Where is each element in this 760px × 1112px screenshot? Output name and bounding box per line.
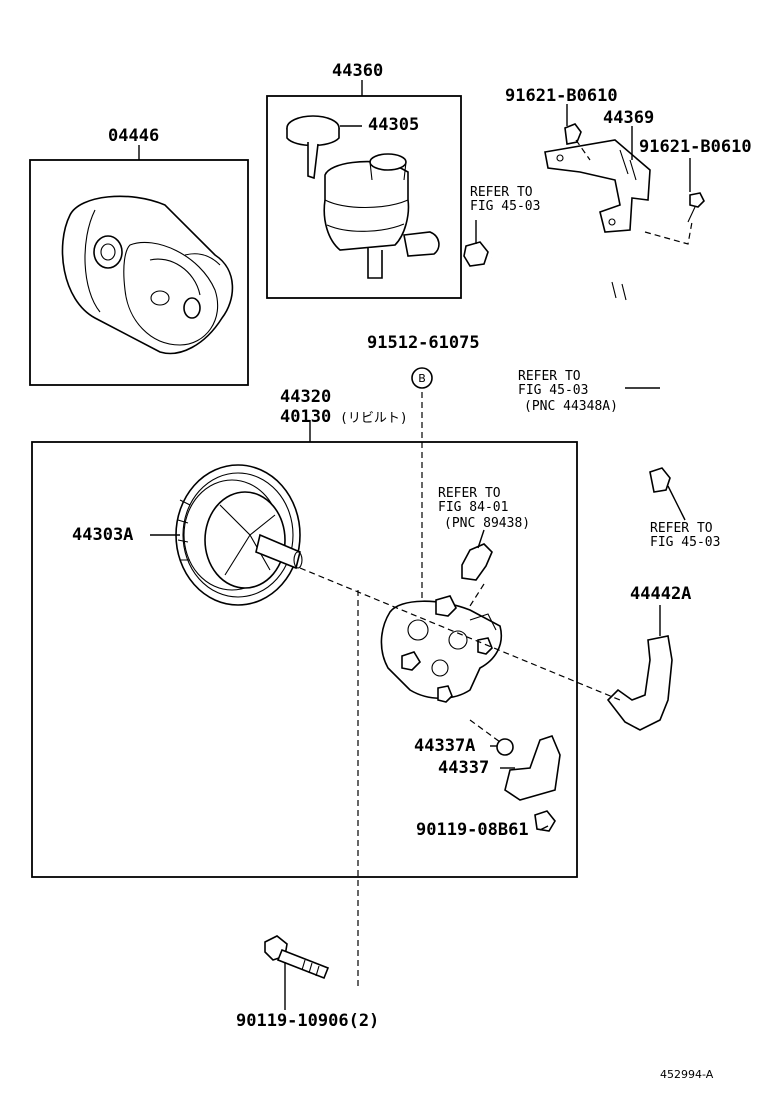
- bracket-illustration: [544, 123, 705, 245]
- seal-kit-illustration: [61, 195, 234, 355]
- circle-b-letter: B: [418, 372, 426, 385]
- label-44337: 44337: [438, 758, 489, 778]
- hose-illustration: [463, 241, 681, 493]
- refer-4-line1: REFER TO: [650, 521, 713, 536]
- refer-3-line1: REFER TO: [438, 486, 501, 501]
- box-reservoir: [266, 95, 462, 299]
- label-91512: 91512-61075: [367, 333, 480, 353]
- label-44369: 44369: [603, 108, 654, 128]
- label-44305: 44305: [368, 115, 419, 135]
- pulley-illustration: [175, 464, 303, 606]
- box-pump-assembly: [31, 441, 578, 878]
- label-90119-08B61: 90119-08B61: [416, 820, 529, 840]
- bolt-small-illustration: [534, 810, 556, 832]
- long-bolt-illustration: [264, 935, 330, 980]
- label-04446: 04446: [108, 126, 159, 146]
- o-ring-illustration: [496, 738, 514, 756]
- label-91621-top: 91621-B0610: [505, 86, 618, 106]
- label-90119-10906: 90119-10906(2): [236, 1011, 379, 1031]
- label-44360: 44360: [332, 61, 383, 81]
- label-44442A: 44442A: [630, 584, 691, 604]
- label-44303A: 44303A: [72, 525, 133, 545]
- circle-b-marker: [411, 367, 433, 389]
- refer-1-line2: FIG 45-03: [470, 199, 540, 214]
- label-40130: 40130: [280, 407, 331, 427]
- refer-3-line3: (PNC 89438): [444, 516, 530, 531]
- union-illustration: [504, 735, 561, 801]
- refer-4-line2: FIG 45-03: [650, 535, 720, 550]
- pipe-illustration: [606, 635, 673, 731]
- reservoir-illustration: [286, 115, 440, 279]
- label-44320: 44320: [280, 387, 331, 407]
- label-91621-right: 91621-B0610: [639, 137, 752, 157]
- refer-2-line3: (PNC 44348A): [524, 399, 618, 414]
- sensor-illustration: [461, 543, 493, 581]
- label-40130-note: (リビルト): [340, 411, 408, 426]
- refer-2-line1: REFER TO: [518, 369, 581, 384]
- refer-2-line2: FIG 45-03: [518, 383, 588, 398]
- diagram-code: 452994-A: [660, 1068, 714, 1081]
- label-44337A: 44337A: [414, 736, 475, 756]
- pump-illustration: [380, 595, 502, 703]
- refer-1-line1: REFER TO: [470, 185, 533, 200]
- refer-3-line2: FIG 84-01: [438, 500, 508, 515]
